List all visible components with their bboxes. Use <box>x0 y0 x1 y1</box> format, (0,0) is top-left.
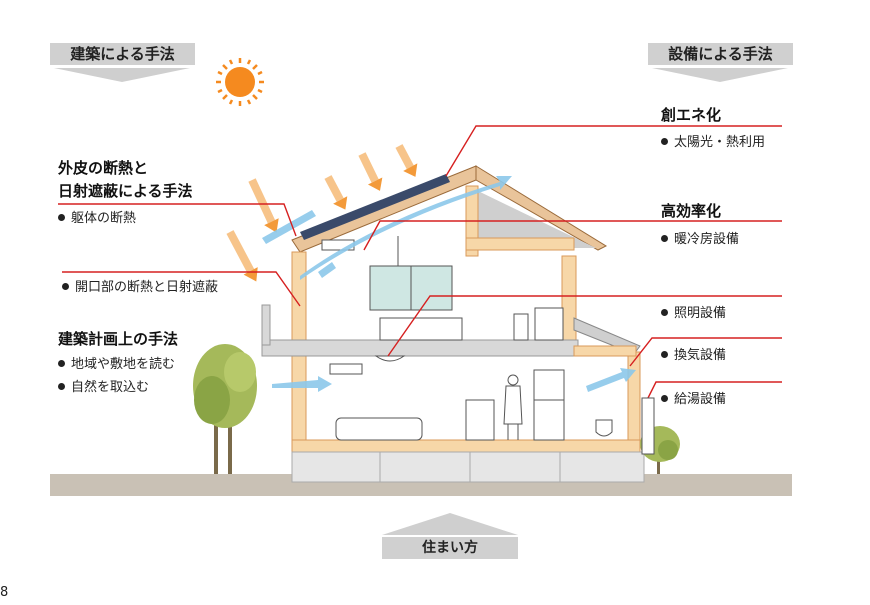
bottom-header-arrow <box>382 513 518 535</box>
annex-ceiling <box>573 345 637 357</box>
leader-hotwater <box>647 381 782 399</box>
pendant-lamp <box>374 355 406 362</box>
solar-panel <box>300 174 450 240</box>
leader-lighting <box>387 295 782 357</box>
tree-left-icon <box>193 344 257 474</box>
leader-energy <box>445 125 782 177</box>
efficiency-item-label: 暖冷房設備 <box>674 232 740 247</box>
leader-ventilation <box>629 337 782 367</box>
planning-item-2: 自然を取込む <box>58 376 149 395</box>
chair <box>513 313 529 341</box>
hotwater-item: 給湯設備 <box>661 388 726 407</box>
envelope-heading-line2: 日射遮蔽による手法 <box>58 182 193 200</box>
attic-floor <box>465 237 575 251</box>
planning-heading: 建築計画上の手法 <box>58 330 179 348</box>
leader-envelope <box>58 203 297 237</box>
leader-efficiency <box>363 220 782 251</box>
lower-air-conditioner <box>329 363 363 375</box>
efficiency-item: 暖冷房設備 <box>661 228 739 247</box>
energy-item: 太陽光・熱利用 <box>661 131 765 150</box>
bullet-icon <box>661 351 668 358</box>
envelope-item: 躯体の断熱 <box>58 207 136 226</box>
right-roof <box>475 165 608 251</box>
efficiency-heading: 高効率化 <box>661 202 722 220</box>
lighting-item-label: 照明設備 <box>674 306 727 321</box>
right-upper-wall <box>561 255 577 347</box>
bottom-header: 住まい方 <box>382 537 518 559</box>
bullet-icon <box>58 383 65 390</box>
balcony-rail <box>261 304 271 346</box>
ground-floor-slab <box>291 439 641 453</box>
hotwater-item-label: 給湯設備 <box>674 392 727 407</box>
sun-icon <box>216 58 264 106</box>
refrigerator <box>533 369 565 441</box>
energy-item-label: 太陽光・熱利用 <box>674 135 766 150</box>
envelope-item-label: 躯体の断熱 <box>71 211 137 226</box>
bullet-icon <box>58 214 65 221</box>
toilet <box>595 419 613 437</box>
planning-item-1-label: 地域や敷地を読む <box>71 357 176 372</box>
energy-heading: 創エネ化 <box>661 106 722 124</box>
foundation <box>291 451 645 483</box>
person-figure <box>503 374 523 440</box>
planning-item-2-label: 自然を取込む <box>71 380 150 395</box>
opening-item-label: 開口部の断熱と日射遮蔽 <box>75 280 219 295</box>
leader-lines <box>58 125 782 399</box>
bullet-icon <box>58 360 65 367</box>
envelope-heading-line1: 外皮の断熱と <box>58 159 149 177</box>
leader-opening <box>62 271 301 307</box>
ventilation-item: 換気設備 <box>661 344 726 363</box>
bullet-icon <box>661 309 668 316</box>
bullet-icon <box>62 283 69 290</box>
bullet-icon <box>661 138 668 145</box>
desk <box>534 307 564 341</box>
lighting-item: 照明設備 <box>661 302 726 321</box>
right-header: 設備による手法 <box>648 43 793 65</box>
bullet-icon <box>661 395 668 402</box>
kitchen-counter <box>465 399 495 441</box>
page-number: 8 <box>0 585 9 600</box>
left-header-arrow <box>54 68 190 82</box>
attic-space <box>476 190 596 248</box>
water-heater <box>641 397 655 455</box>
ventilation-item-label: 換気設備 <box>674 348 727 363</box>
right-header-arrow <box>652 68 788 82</box>
left-header: 建築による手法 <box>50 43 195 65</box>
bullet-icon <box>661 235 668 242</box>
planning-item-1: 地域や敷地を読む <box>58 353 175 372</box>
annex-wall <box>627 351 641 453</box>
opening-item: 開口部の断熱と日射遮蔽 <box>62 276 218 295</box>
bed <box>379 317 463 341</box>
second-floor-slab <box>261 339 579 357</box>
solar-radiation-arrows <box>226 144 418 282</box>
sofa <box>335 417 423 441</box>
airflow-arrows <box>262 176 636 392</box>
